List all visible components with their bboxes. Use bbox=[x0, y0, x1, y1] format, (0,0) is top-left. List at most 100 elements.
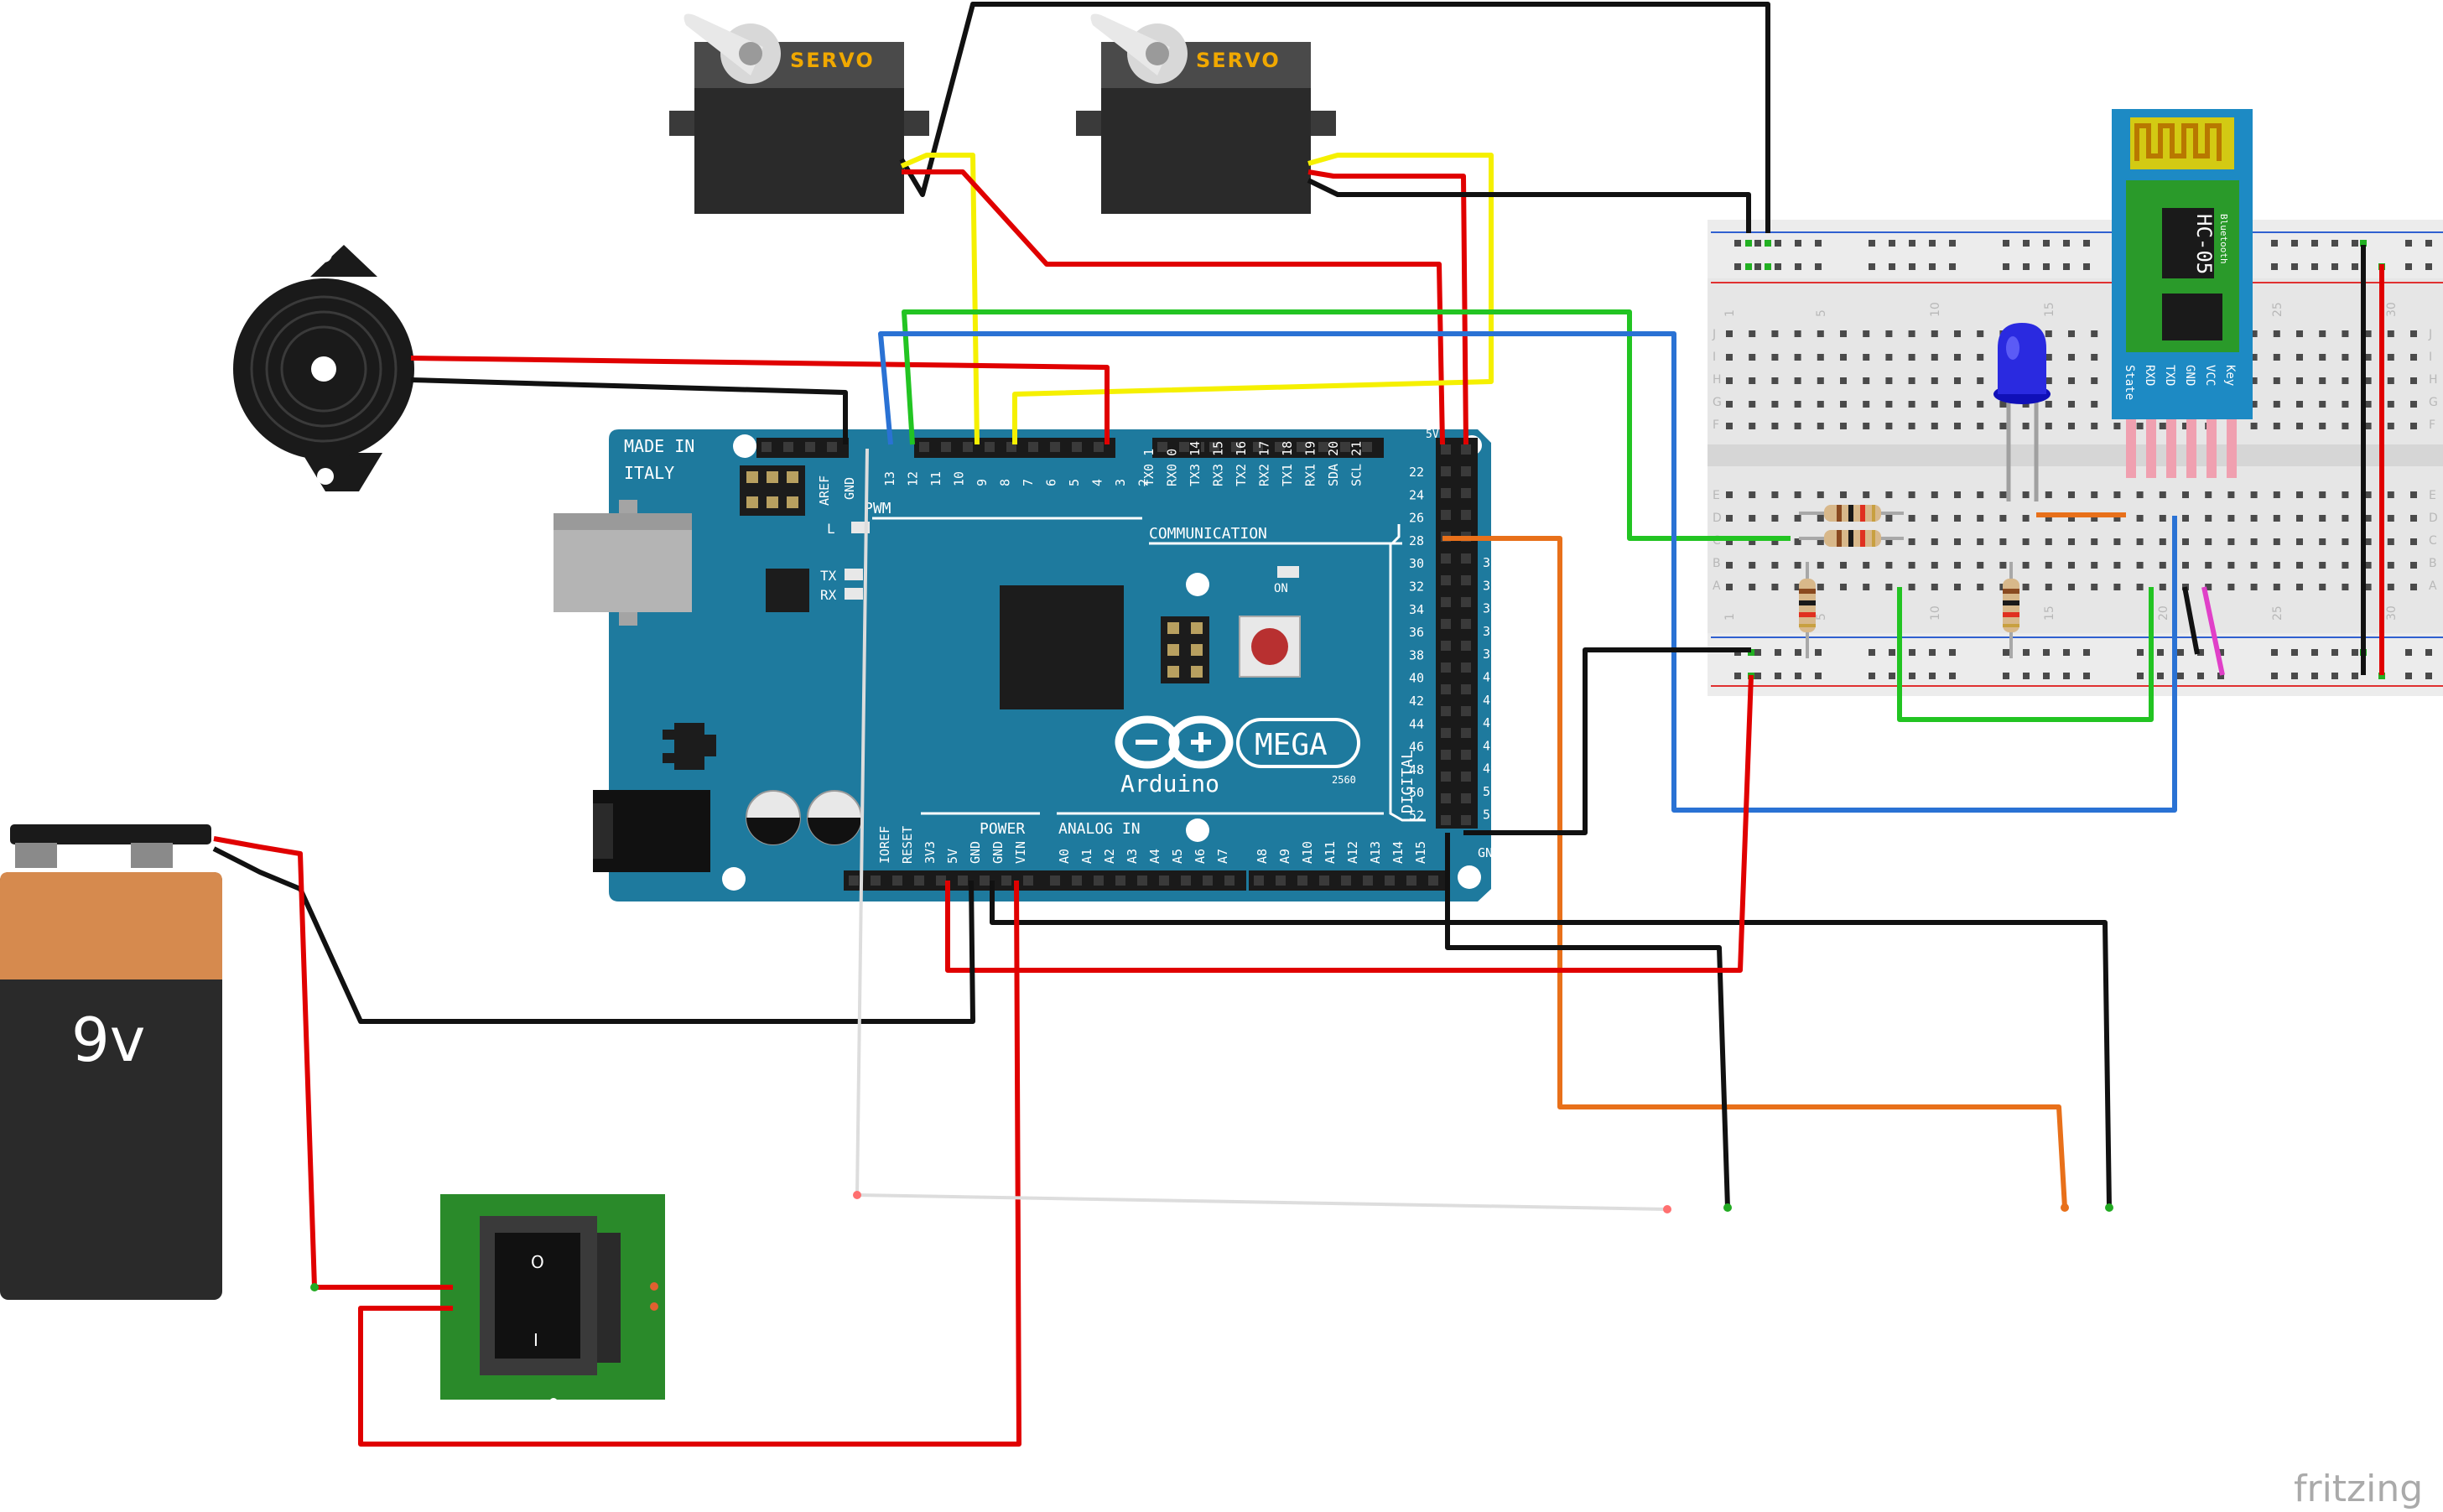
top-pin-label: 7 bbox=[1021, 479, 1036, 486]
icsp-header-top bbox=[740, 465, 805, 516]
buzzer-tab-top bbox=[310, 245, 377, 277]
wire-yellow-servo2-signal bbox=[1012, 153, 1494, 444]
right-pin-label: 50 bbox=[1409, 785, 1424, 800]
top-pin-label: TX3 14 bbox=[1188, 441, 1203, 486]
usb-port-top bbox=[554, 513, 692, 530]
wire-red-5v bbox=[945, 674, 1754, 973]
top-pin-label: 6 bbox=[1044, 479, 1059, 486]
right-pin-label: 47 bbox=[1483, 738, 1498, 753]
top-pin-label: 9 bbox=[975, 479, 990, 486]
hc05-pin-label: TXD bbox=[2163, 365, 2176, 386]
digital-header-right bbox=[1436, 438, 1478, 829]
led-on bbox=[1277, 566, 1299, 578]
row-letter: A bbox=[2429, 579, 2437, 593]
top-pin-label: 8 bbox=[998, 479, 1013, 486]
top-pin-label: RX2 17 bbox=[1257, 441, 1272, 486]
top-pin-label: 10 bbox=[952, 471, 967, 486]
breadboard-top-rail bbox=[1708, 220, 2443, 278]
right-pin-label: 43 bbox=[1483, 693, 1498, 708]
wire-red-servo1-power bbox=[902, 169, 1445, 445]
row-letter: F bbox=[1713, 418, 1719, 432]
wire-black-battery bbox=[212, 846, 975, 1024]
led-dome bbox=[1998, 323, 2046, 394]
hc05-pin-label: Key bbox=[2223, 365, 2237, 386]
switch-rocker[interactable] bbox=[495, 1233, 580, 1359]
col-number: 20 bbox=[2157, 605, 2170, 621]
analog-pin-label: A6 bbox=[1193, 849, 1208, 864]
switch-off-label: I bbox=[533, 1330, 538, 1350]
right-pin-label: 28 bbox=[1409, 533, 1424, 548]
italy-label: ITALY bbox=[624, 463, 674, 483]
right-pin-label: 45 bbox=[1483, 715, 1498, 730]
hc05-sub: Bluetooth bbox=[2218, 214, 2229, 264]
right-pin-label: 22 bbox=[1409, 465, 1424, 480]
reset-button-cap[interactable] bbox=[1251, 628, 1288, 665]
row-letter: C bbox=[2429, 534, 2437, 548]
icsp-header-center bbox=[1161, 616, 1209, 683]
mega-label: MEGA bbox=[1255, 728, 1328, 762]
top-pin-label: 3 bbox=[1113, 479, 1128, 486]
top-pin-label: RX1 19 bbox=[1303, 441, 1318, 486]
usb-chip bbox=[766, 569, 809, 612]
right-pin-label: 30 bbox=[1409, 556, 1424, 571]
mega-badge bbox=[1236, 718, 1360, 768]
usb-tab bbox=[619, 612, 637, 626]
right-pin-label: 51 bbox=[1483, 784, 1498, 799]
servo-horn-screw bbox=[739, 42, 762, 65]
row-letter: H bbox=[1713, 373, 1722, 387]
row-letter: E bbox=[2429, 489, 2436, 502]
regulator-pin bbox=[663, 753, 676, 763]
top-pin-label: 11 bbox=[928, 471, 943, 486]
wire-red-battery bbox=[213, 836, 453, 1290]
wire-black-servo1-gnd bbox=[899, 2, 1770, 233]
hc05-pin bbox=[2186, 419, 2196, 478]
arduino-mega: MADE IN ITALY PWM COMMUNICATION POWER AN… bbox=[554, 429, 1500, 901]
wire-black-power-gnd bbox=[990, 881, 2112, 1208]
power-pin-label: GND bbox=[990, 841, 1006, 864]
wire-red-vin bbox=[358, 880, 1021, 1447]
wire-yellow-servo1-signal bbox=[900, 153, 980, 445]
gnd-label: GND bbox=[1478, 845, 1500, 860]
top-pin-label: 2 bbox=[1136, 479, 1151, 486]
hc05-pin bbox=[2206, 419, 2217, 478]
five-v-label: 5V bbox=[1426, 429, 1439, 441]
row-letter: F bbox=[2429, 418, 2435, 432]
col-number: 15 bbox=[2043, 605, 2056, 621]
gnd-top-label: GND bbox=[842, 477, 857, 500]
wires bbox=[212, 2, 2384, 1447]
power-pin-label: 3V3 bbox=[923, 841, 938, 864]
col-number: 10 bbox=[1929, 302, 1942, 317]
hc05-pin-label: State bbox=[2123, 365, 2136, 400]
servo-2: SERVO bbox=[1076, 13, 1336, 214]
analog-pin-label: A2 bbox=[1102, 849, 1117, 864]
row-letter: D bbox=[1713, 512, 1722, 525]
led-tx-label: TX bbox=[820, 568, 837, 584]
right-pin-label: 36 bbox=[1409, 625, 1424, 640]
wire-black-gnd-bottom bbox=[1445, 833, 1730, 1208]
analog-pin-label: A11 bbox=[1323, 841, 1338, 864]
right-pin-label: 38 bbox=[1409, 647, 1424, 662]
antenna-icon bbox=[2134, 123, 2222, 161]
mounting-hole bbox=[722, 867, 746, 891]
analog-pin-label: A9 bbox=[1277, 849, 1292, 864]
resistor bbox=[1799, 505, 1904, 522]
capacitor-band bbox=[808, 818, 861, 844]
row-letter: G bbox=[1713, 396, 1722, 409]
right-pin-label: 53 bbox=[1483, 807, 1498, 822]
wire-pink bbox=[2201, 586, 2225, 676]
right-pin-label: 42 bbox=[1409, 694, 1424, 709]
row-letter: D bbox=[2429, 512, 2438, 525]
top-pin-label: 5 bbox=[1067, 479, 1082, 486]
arduino-brand: Arduino bbox=[1120, 770, 1219, 798]
col-number: 25 bbox=[2271, 605, 2284, 621]
hc05-pin bbox=[2166, 419, 2176, 478]
col-number: 25 bbox=[2271, 302, 2284, 317]
right-pin-label: 39 bbox=[1483, 647, 1498, 662]
communication-label: COMMUNICATION bbox=[1149, 525, 1267, 543]
wire-orange-pin28 bbox=[1442, 536, 2067, 1208]
col-number: 10 bbox=[1929, 605, 1942, 621]
top-pin-label: TX2 16 bbox=[1234, 441, 1249, 486]
